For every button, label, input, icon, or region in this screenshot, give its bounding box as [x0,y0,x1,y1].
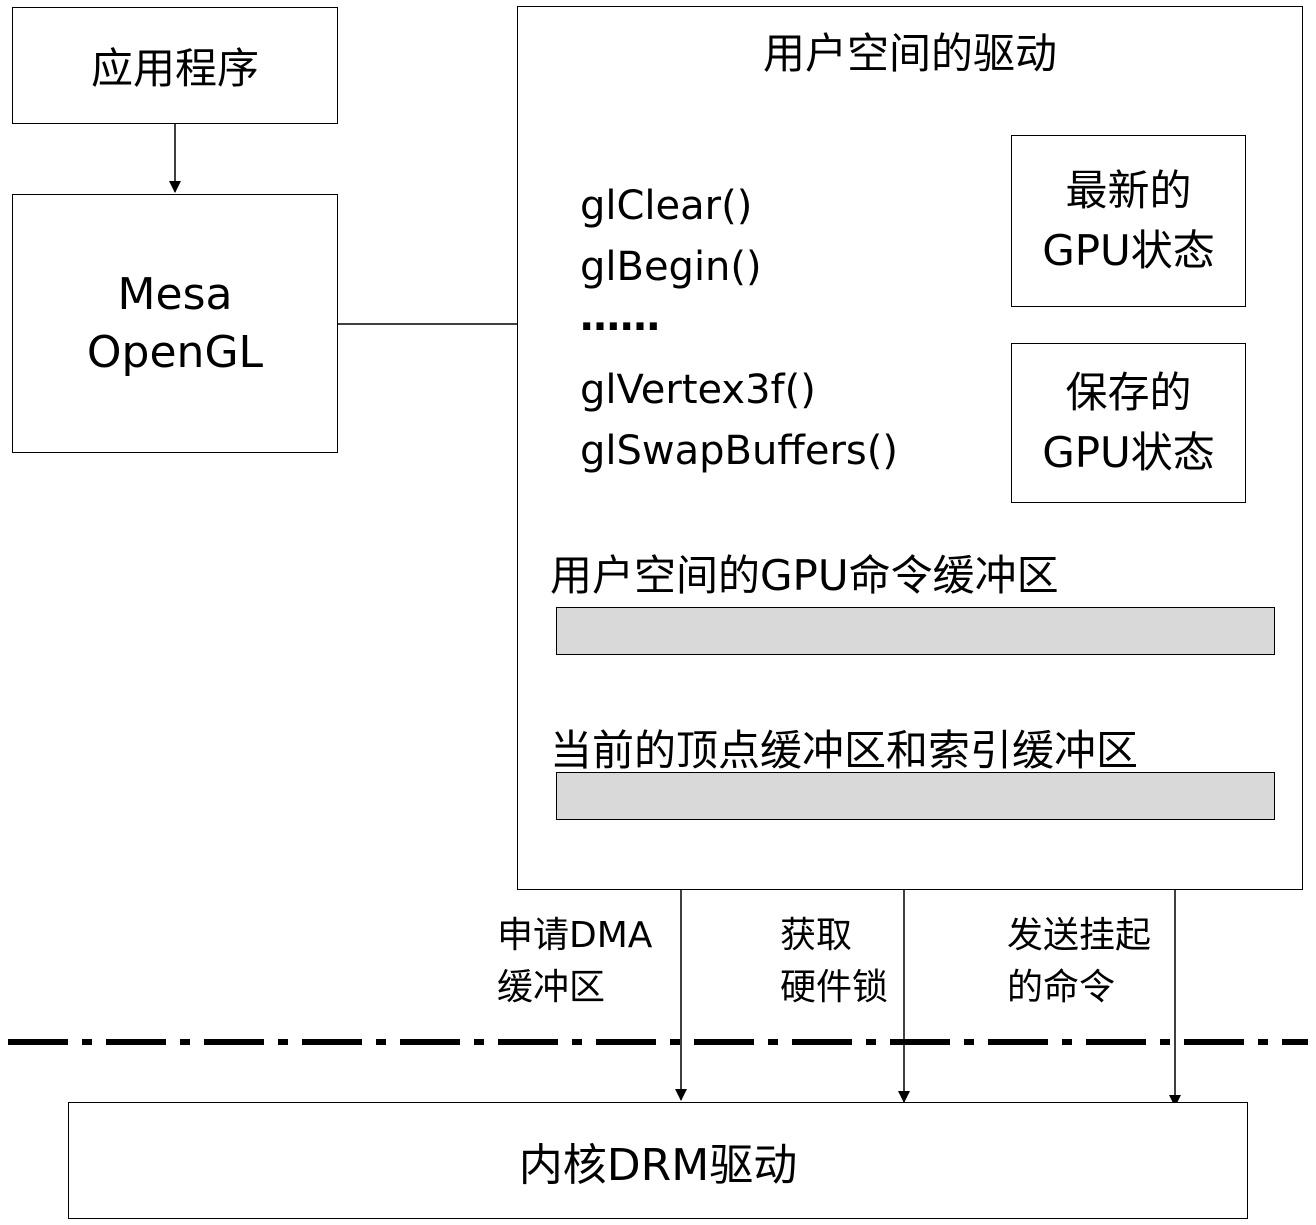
hardware-lock-line1: 获取 [780,915,853,956]
application-label: 应用程序 [90,44,259,93]
hardware-lock-label: 获取 硬件锁 [780,910,888,1014]
gl-call-4: glSwapBuffers() [580,428,898,474]
vertex-buffer-bar [556,772,1275,820]
hardware-lock-line2: 硬件锁 [780,967,889,1008]
opengl-label: OpenGL [86,326,264,378]
mesa-label: Mesa [117,268,233,320]
gl-call-1: glClear() [580,183,753,229]
gl-call-3: glVertex3f() [580,367,816,413]
latest-gpu-state-line1: 最新的 [1065,166,1192,215]
kernel-drm-driver-label: 内核DRM驱动 [518,1139,798,1191]
user-space-driver-title: 用户空间的驱动 [762,29,1057,78]
cmd-buffer-label: 用户空间的GPU命令缓冲区 [550,551,1059,600]
saved-gpu-state-box: 保存的 GPU状态 [1011,343,1246,503]
saved-gpu-state-line1: 保存的 [1065,368,1192,417]
send-pending-line1: 发送挂起 [1007,915,1152,956]
mesa-opengl-box: Mesa OpenGL [12,194,338,453]
send-pending-line2: 的命令 [1007,967,1116,1008]
cmd-buffer-bar [556,607,1275,655]
latest-gpu-state-line2: GPU状态 [1042,226,1215,275]
dma-request-line2: 缓冲区 [497,967,606,1008]
application-box: 应用程序 [12,7,338,124]
vertex-buffer-label: 当前的顶点缓冲区和索引缓冲区 [550,726,1139,775]
send-pending-label: 发送挂起 的命令 [1007,910,1151,1014]
kernel-drm-driver-box: 内核DRM驱动 [68,1102,1248,1219]
saved-gpu-state-line2: GPU状态 [1042,428,1215,477]
gl-call-ellipsis: …… [580,294,660,340]
latest-gpu-state-box: 最新的 GPU状态 [1011,135,1246,307]
dma-request-label: 申请DMA 缓冲区 [497,910,652,1014]
gl-call-2: glBegin() [580,244,762,290]
dma-request-line1: 申请DMA [497,915,653,956]
